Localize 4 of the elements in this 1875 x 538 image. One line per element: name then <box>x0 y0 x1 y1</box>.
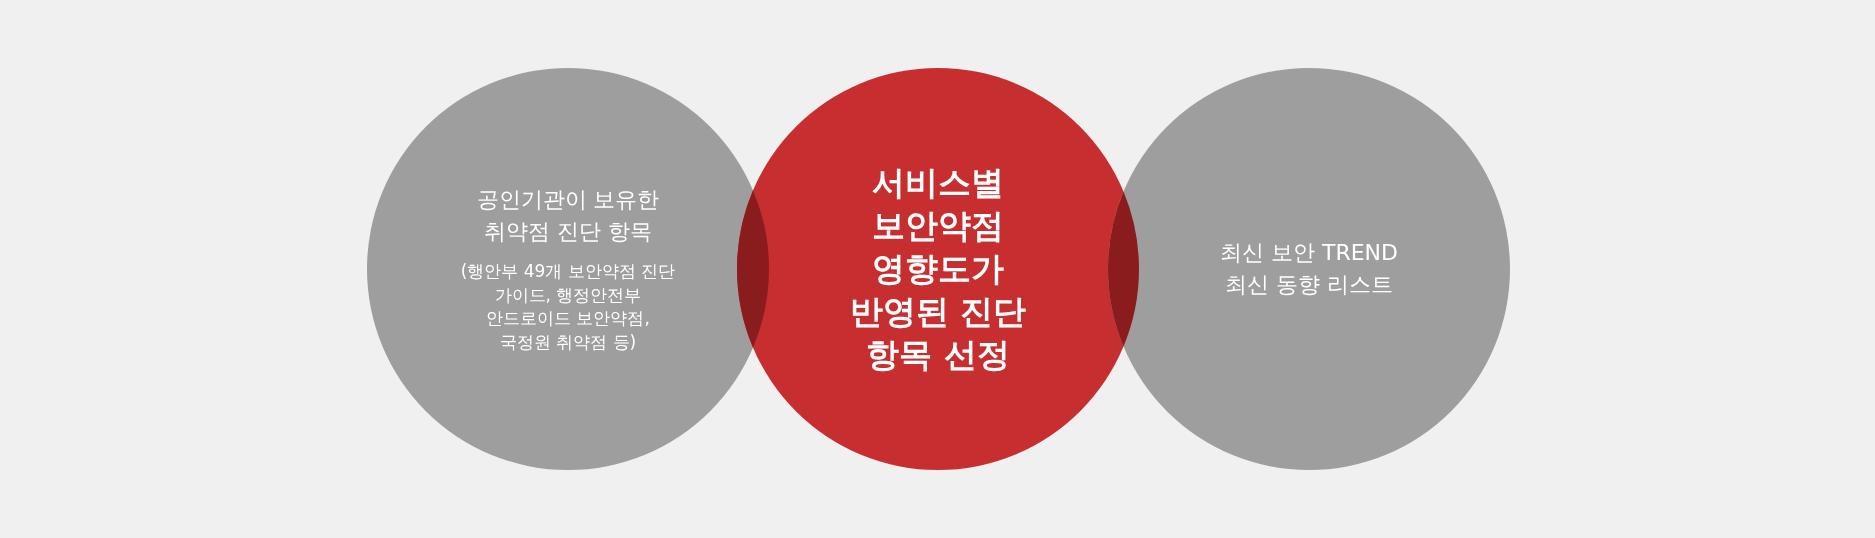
circle-heading: 공인기관이 보유한 취약점 진단 항목 <box>475 185 661 246</box>
circle-note: (행안부 49개 보안약점 진단 가이드, 행정안전부 안드로이드 보안약점, 국정원 취약점 등) <box>460 259 676 354</box>
circle-heading: 최신 보안 TREND 최신 동향 리스트 <box>1219 239 1399 299</box>
circle-heading: 서비스별 보안약점 영향도가 반영된 진단 항목 선정 <box>848 161 1028 376</box>
